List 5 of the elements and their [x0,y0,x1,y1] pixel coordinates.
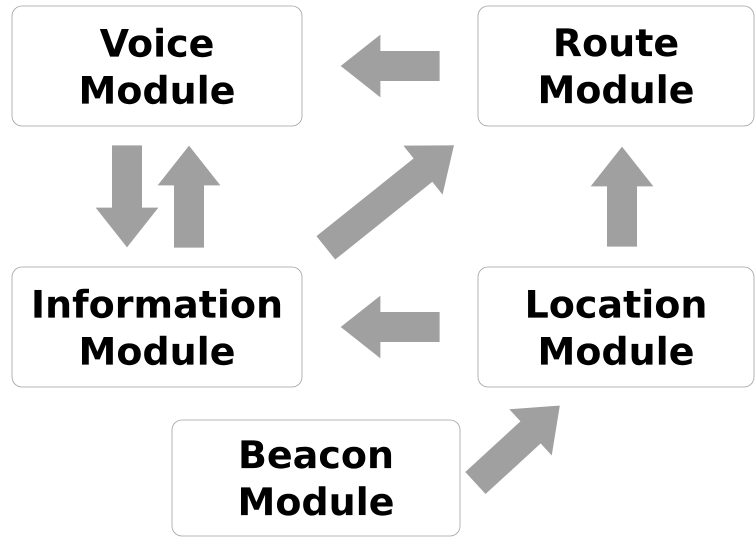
module-box: Beacon Module [172,420,460,536]
module-box: Voice Module [12,6,302,126]
module-box: Location Module [478,266,754,388]
module-box: Route Module [478,6,754,126]
module-box: Information Module [12,266,302,388]
